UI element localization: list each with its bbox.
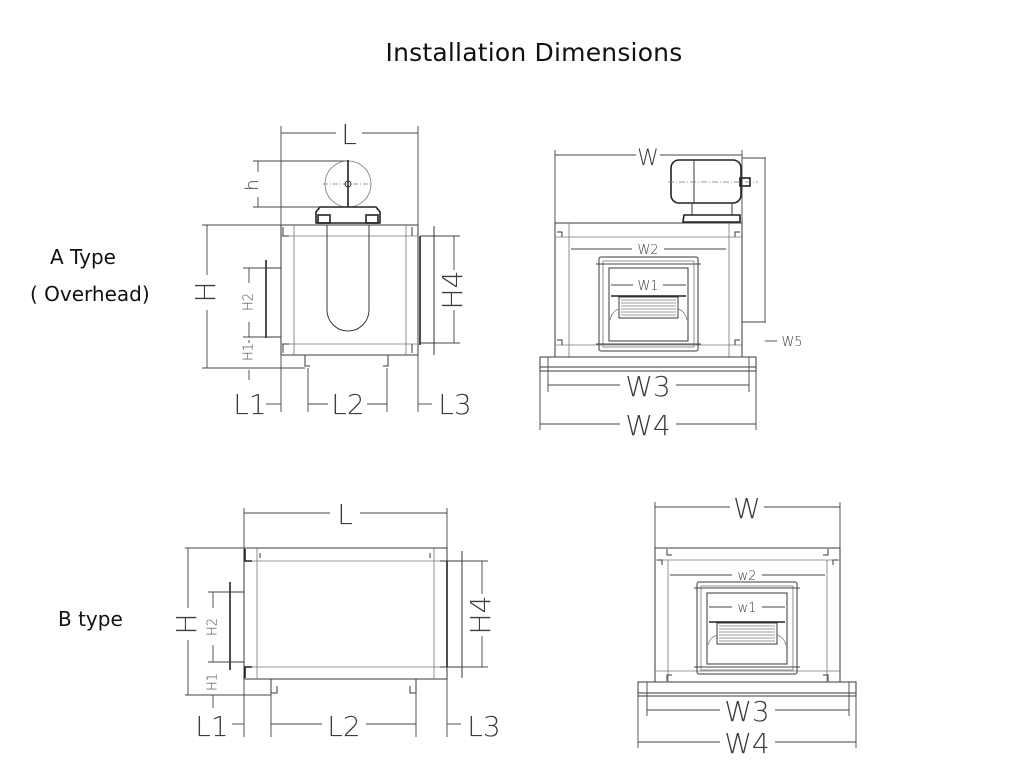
- b-dim-label-L1: L1: [195, 710, 228, 743]
- b-dim-label-H4: H4: [464, 596, 497, 635]
- b-dim-label-H1: H1: [206, 673, 221, 691]
- type-a-sublabel: ( Overhead): [30, 282, 150, 306]
- a-type-side-view: L h: [189, 118, 472, 421]
- b-type-side-view: L H H2 H1: [170, 498, 501, 743]
- b-dim-label-W2: w2: [738, 569, 757, 584]
- dim-label-h: h: [242, 179, 263, 190]
- dim-label-W: W: [637, 146, 659, 171]
- dim-label-L1: L1: [233, 388, 266, 421]
- dim-label-L3: L3: [438, 388, 471, 421]
- a-type-front-view: W W5 W2: [539, 146, 803, 442]
- b-dim-label-W3: W3: [724, 695, 770, 728]
- dim-label-L2: L2: [331, 388, 364, 421]
- page-title: Installation Dimensions: [385, 38, 683, 67]
- b-type-front-view: W w2 w1: [637, 492, 857, 760]
- b-dim-label-L2: L2: [327, 710, 360, 743]
- b-dim-label-L: L: [337, 498, 353, 531]
- dim-label-L: L: [341, 118, 357, 151]
- b-dim-label-H: H: [170, 613, 203, 634]
- dim-label-W4: W4: [625, 409, 671, 442]
- b-dim-label-W: W: [733, 492, 761, 525]
- b-dim-label-W1: w1: [738, 601, 757, 616]
- dim-label-W3: W3: [625, 370, 671, 403]
- b-dim-label-L3: L3: [467, 710, 500, 743]
- dim-label-W1: W1: [637, 279, 658, 294]
- type-a-label: A Type: [50, 245, 116, 269]
- dim-label-H4: H4: [436, 271, 469, 310]
- type-b-label: B type: [58, 607, 123, 631]
- dim-label-H2: H2: [242, 293, 257, 311]
- dim-label-W2: W2: [637, 243, 658, 258]
- dim-label-W5: W5: [781, 335, 802, 350]
- dim-label-H1: H1: [242, 343, 257, 361]
- dim-label-H: H: [189, 281, 222, 302]
- b-dim-label-H2: H2: [206, 618, 221, 636]
- b-dim-label-W4: W4: [724, 727, 770, 760]
